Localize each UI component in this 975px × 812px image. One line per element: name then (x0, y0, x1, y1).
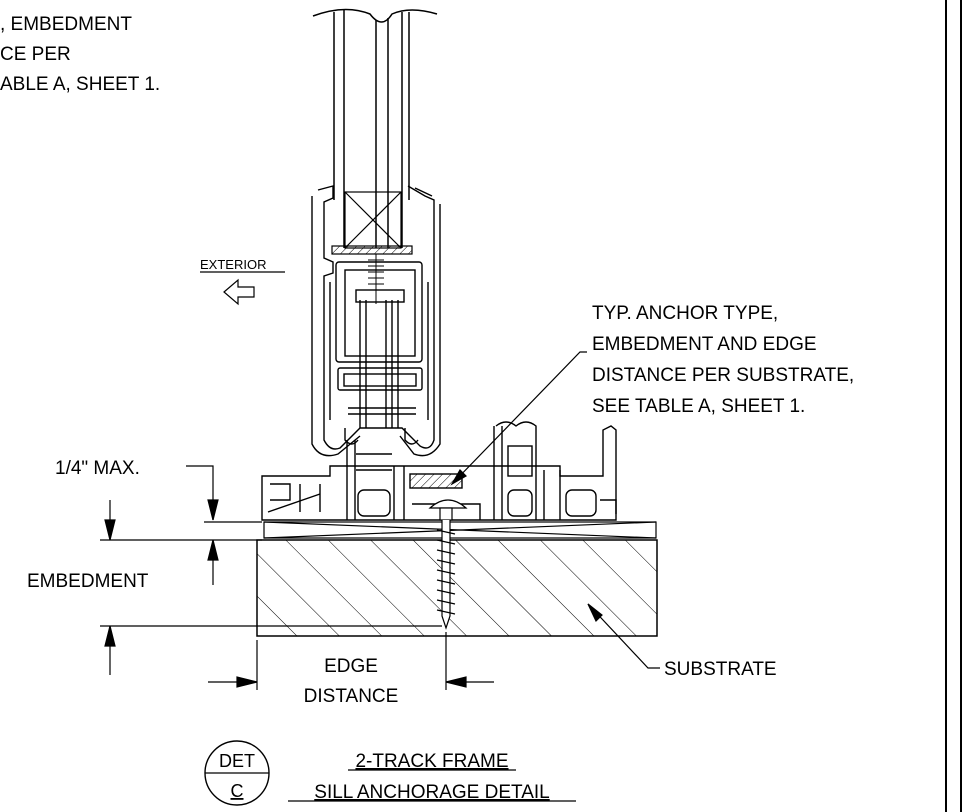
top-left-note: , EMBEDMENT CE PER ABLE A, SHEET 1. (0, 14, 160, 95)
detail-title-line2: SILL ANCHORAGE DETAIL (314, 782, 549, 803)
exterior-indicator (200, 271, 285, 306)
anchor-screw (428, 499, 468, 630)
detail-bubble-top: DET (219, 751, 255, 771)
anchor-leader (450, 351, 587, 486)
sash-profile (311, 185, 441, 457)
distance-label: DISTANCE (304, 686, 399, 707)
anchor-note: TYP. ANCHOR TYPE, EMBEDMENT AND EDGE DIS… (592, 303, 854, 417)
top-left-note-line1: , EMBEDMENT (0, 14, 132, 35)
sheet-border (945, 0, 962, 812)
anchor-note-line3: DISTANCE PER SUBSTRATE, (592, 365, 854, 386)
edge-distance-dimension (208, 632, 494, 690)
substrate-block (256, 539, 658, 637)
edge-label: EDGE (324, 656, 378, 677)
top-left-note-line3: ABLE A, SHEET 1. (0, 74, 160, 95)
detail-bubble: DET C (204, 740, 270, 806)
shim-pad (263, 521, 657, 539)
embedment-dimension (100, 625, 442, 675)
anchor-note-line4: SEE TABLE A, SHEET 1. (592, 396, 805, 417)
screw-in-sash (368, 254, 384, 304)
embedment-label: EMBEDMENT (27, 571, 149, 592)
detail-title: 2-TRACK FRAME SILL ANCHORAGE DETAIL (288, 751, 576, 803)
quarter-max-label: 1/4" MAX. (55, 458, 140, 479)
anchor-note-line2: EMBEDMENT AND EDGE (592, 334, 817, 355)
glass-setting-block (331, 191, 413, 255)
detail-bubble-bottom: C (231, 781, 244, 801)
detail-title-line1: 2-TRACK FRAME (355, 751, 508, 772)
substrate-leader (587, 603, 660, 669)
substrate-label: SUBSTRATE (664, 659, 777, 680)
top-left-note-line2: CE PER (0, 44, 71, 65)
quarter-max-dimension (100, 465, 262, 585)
glass-panel (312, 8, 438, 248)
sill-frame-profile (261, 421, 617, 521)
exterior-label: EXTERIOR (200, 257, 266, 272)
anchor-note-line1: TYP. ANCHOR TYPE, (592, 303, 778, 324)
